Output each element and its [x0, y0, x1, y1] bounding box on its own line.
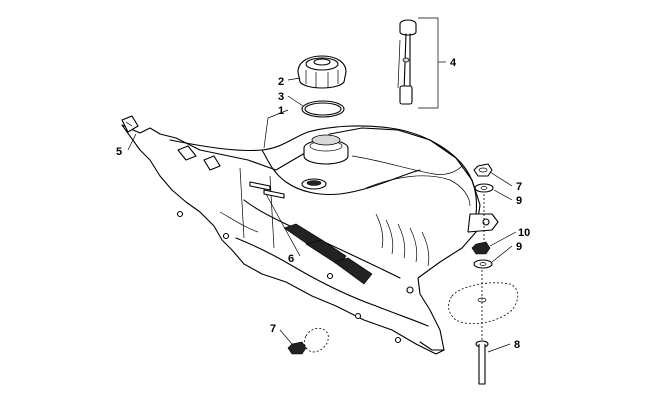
- leader-lines: [127, 17, 517, 353]
- callout-labels: 2 3 1 4 5 6 7 9 10 9 8 7: [116, 57, 530, 351]
- flange-nut-lower: [287, 327, 329, 355]
- callout-5: 5: [116, 146, 122, 158]
- fuel-cap: [297, 55, 347, 89]
- cap-screw: [475, 340, 489, 385]
- callout-7-upper: 7: [516, 181, 522, 193]
- tank-stud-bolt: [249, 181, 285, 199]
- callout-1: 1: [278, 105, 284, 117]
- filler-neck: [303, 134, 349, 165]
- flange-nut-upper: [473, 163, 493, 177]
- mount-pad: [448, 282, 519, 324]
- callout-4: 4: [450, 57, 457, 69]
- washer-lower: [473, 259, 493, 269]
- callout-7-lower: 7: [270, 323, 276, 335]
- fuel-gauge-sender: [397, 19, 417, 105]
- o-ring: [301, 100, 345, 118]
- clip-nut: [121, 115, 139, 133]
- fuel-tank: [121, 124, 499, 355]
- gauge-port: [301, 178, 327, 190]
- callout-6: 6: [288, 253, 294, 265]
- callout-2: 2: [278, 76, 284, 88]
- washer-upper: [474, 183, 494, 193]
- callout-3: 3: [278, 91, 284, 103]
- callout-9-lower: 9: [516, 241, 522, 253]
- lock-nut: [471, 241, 491, 255]
- callout-9-upper: 9: [516, 195, 522, 207]
- callout-10: 10: [518, 227, 530, 239]
- callout-8: 8: [514, 339, 520, 351]
